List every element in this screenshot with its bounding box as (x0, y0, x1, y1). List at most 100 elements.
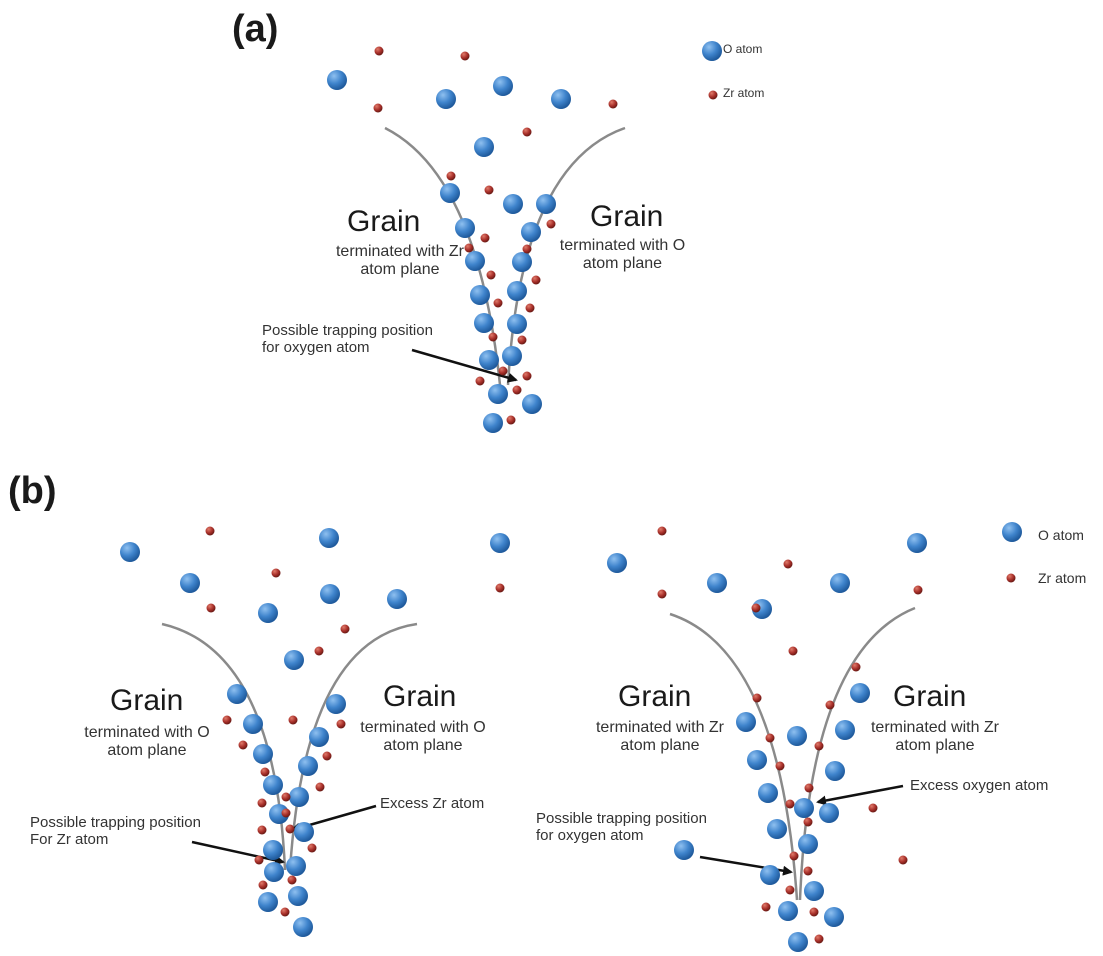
legend-b-zr-label: Zr atom (1038, 570, 1087, 586)
zr-atom (761, 902, 771, 912)
o-atom (674, 840, 694, 860)
o-atom (320, 584, 340, 604)
o-atom (120, 542, 140, 562)
zr-atom (788, 646, 798, 656)
zr-atom (506, 415, 516, 425)
o-atom (503, 194, 523, 214)
o-atom (436, 89, 456, 109)
o-atom (507, 281, 527, 301)
zr-atom (222, 715, 232, 725)
zr-atom (803, 866, 813, 876)
trap-note-line1: Possible trapping position (536, 810, 707, 827)
zr-atom (315, 782, 325, 792)
o-atom (474, 137, 494, 157)
zr-atom (488, 332, 498, 342)
zr-atom (913, 585, 923, 595)
zr-atom (708, 90, 718, 100)
grain-subtitle-line2: atom plane (360, 261, 440, 279)
trap-note-line2: For Zr atom (30, 831, 109, 849)
o-atom (819, 803, 839, 823)
o-atom (512, 252, 532, 272)
o-atom (850, 683, 870, 703)
o-atom (465, 251, 485, 271)
o-atom (607, 553, 627, 573)
o-atom (474, 313, 494, 333)
zr-atom (460, 51, 470, 61)
zr-atom (495, 583, 505, 593)
zr-atom (512, 385, 522, 395)
grain-title: Grain (110, 684, 184, 717)
grain-subtitle: terminated with Zr atom plane (330, 243, 470, 280)
grain-subtitle-line2: atom plane (107, 742, 187, 760)
zr-atom (373, 103, 383, 113)
zr-atom (851, 662, 861, 672)
o-atom (294, 822, 314, 842)
o-atom (830, 573, 850, 593)
grain-title: Grain (383, 680, 457, 713)
zr-atom (446, 171, 456, 181)
o-atom (1002, 522, 1022, 542)
o-atom (824, 907, 844, 927)
o-atom (493, 76, 513, 96)
zr-atom (522, 371, 532, 381)
panel-a-label: (a) (232, 8, 279, 50)
zr-atom (531, 275, 541, 285)
o-atom (440, 183, 460, 203)
grain-subtitle: terminated with Zr atom plane (580, 719, 740, 756)
zr-atom (785, 885, 795, 895)
o-atom (284, 650, 304, 670)
grain-subtitle-line2: atom plane (895, 737, 975, 755)
trap-note-a: Possible trapping position for oxygen at… (262, 322, 433, 357)
legend-a-zr-label: Zr atom (723, 86, 765, 100)
o-atom (309, 727, 329, 747)
zr-atom (464, 243, 474, 253)
grain-subtitle-line1: terminated with O (360, 719, 486, 736)
grain-title: Grain (347, 205, 421, 238)
zr-atom (486, 270, 496, 280)
o-atom (778, 901, 798, 921)
zr-atom (260, 767, 270, 777)
zr-atom (803, 817, 813, 827)
zr-atom (287, 875, 297, 885)
zr-atom (206, 603, 216, 613)
o-atom (264, 862, 284, 882)
trap-note-line1: Possible trapping position (30, 814, 201, 831)
grain-subtitle-line1: terminated with Zr (335, 243, 465, 260)
o-atom (263, 775, 283, 795)
trap-arrow-a (411, 348, 518, 383)
grain-subtitle-line1: terminated with Zr (595, 719, 725, 736)
grain-subtitle-line1: terminated with Zr (870, 719, 1000, 736)
zr-atom (804, 783, 814, 793)
grain-title: Grain (618, 680, 692, 713)
o-atom (787, 726, 807, 746)
grain-subtitle: terminated with O atom plane (348, 719, 498, 756)
o-atom (258, 603, 278, 623)
zr-atom (783, 559, 793, 569)
zr-atom (314, 646, 324, 656)
grain-title: Grain (590, 200, 664, 233)
zr-atom (258, 880, 268, 890)
zr-atom (238, 740, 248, 750)
zr-atom (814, 741, 824, 751)
o-atom (707, 573, 727, 593)
zr-atom (775, 761, 785, 771)
zr-atom (522, 127, 532, 137)
zr-atom (340, 624, 350, 634)
zr-atom (281, 808, 291, 818)
o-atom (387, 589, 407, 609)
zr-atom (374, 46, 384, 56)
grain-boundary-left-b2 (669, 612, 799, 901)
zr-atom (751, 603, 761, 613)
zr-atom (608, 99, 618, 109)
o-atom (798, 834, 818, 854)
o-atom (536, 194, 556, 214)
o-atom (521, 222, 541, 242)
trap-note-line1: Possible trapping position (262, 322, 433, 339)
trap-note-line2: for oxygen atom (536, 827, 644, 845)
o-atom (702, 41, 722, 61)
o-atom (825, 761, 845, 781)
o-atom (804, 881, 824, 901)
zr-atom (288, 715, 298, 725)
panel-b-label: (b) (8, 470, 57, 512)
o-atom (327, 70, 347, 90)
